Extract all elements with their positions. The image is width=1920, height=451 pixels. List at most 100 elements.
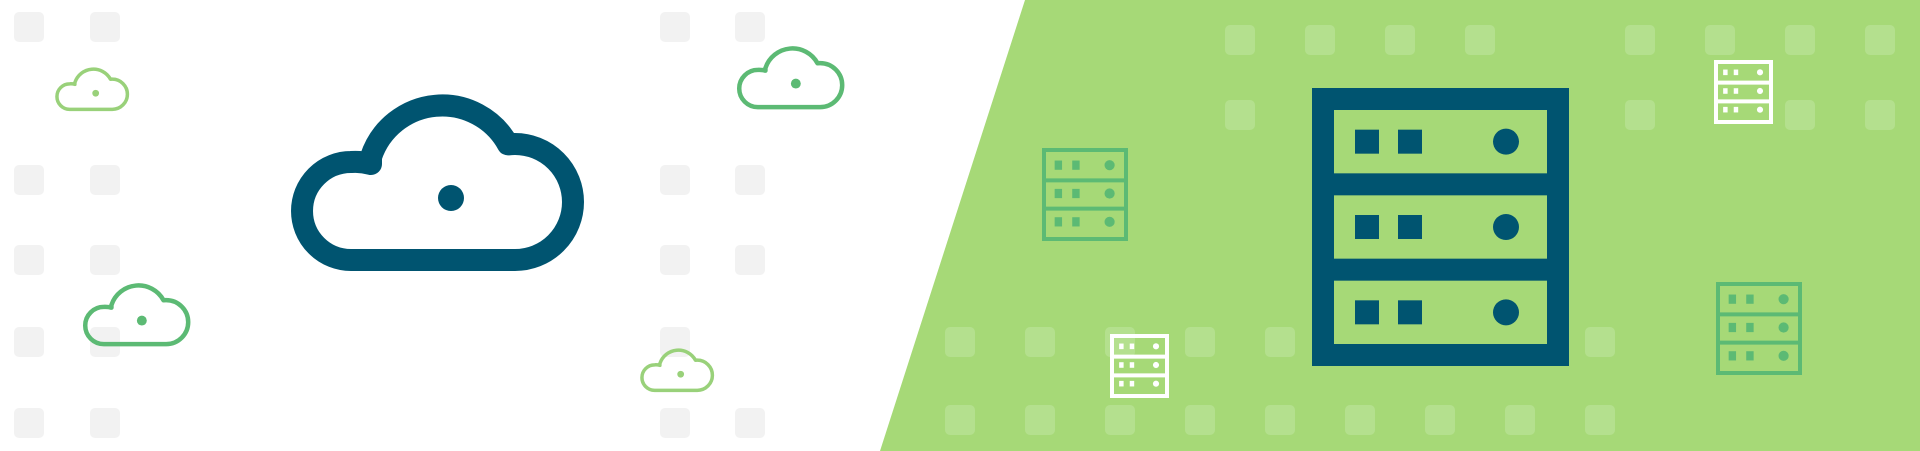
server-rack-icon (1714, 60, 1773, 124)
cloud-dot (92, 89, 100, 97)
server-button (1778, 350, 1789, 361)
servers-layer (1042, 60, 1802, 398)
tile-light (14, 12, 44, 42)
tile-green (1625, 100, 1655, 130)
tile-green (1265, 405, 1295, 435)
tile-light (735, 408, 765, 438)
tile-green (1505, 405, 1535, 435)
tile-green (1225, 25, 1255, 55)
server-light (1398, 215, 1422, 239)
server-light (1728, 294, 1737, 304)
server-button (1493, 299, 1519, 326)
server-light (1072, 217, 1080, 227)
server-light (1054, 160, 1063, 170)
server-button (1152, 380, 1160, 387)
tile-light (90, 245, 120, 275)
server-button (1493, 128, 1519, 155)
tile-green (945, 327, 975, 357)
server-light (1733, 88, 1739, 94)
server-button (1152, 343, 1160, 350)
tile-green (1585, 405, 1615, 435)
cloud-icon (55, 67, 130, 112)
tile-light (14, 245, 44, 275)
server-rack-icon-large (1312, 88, 1569, 366)
cloud-dot (438, 185, 464, 211)
server-light (1072, 188, 1080, 199)
server-rack-icon (1110, 334, 1169, 398)
server-light (1746, 322, 1754, 333)
tile-green (1785, 100, 1815, 130)
server-button (1778, 294, 1789, 305)
tile-green (1385, 25, 1415, 55)
server-button (1778, 322, 1789, 333)
tile-light (14, 165, 44, 195)
server-light (1733, 106, 1739, 113)
tile-green (945, 405, 975, 435)
cloud-dot (136, 315, 147, 326)
server-light (1355, 129, 1379, 154)
tile-light (660, 245, 690, 275)
tile-green (1585, 327, 1615, 357)
tile-light (660, 408, 690, 438)
server-light (1728, 322, 1737, 333)
tile-green (1025, 405, 1055, 435)
server-light (1355, 215, 1379, 239)
server-rack-icon (1716, 282, 1802, 375)
tile-light (90, 408, 120, 438)
server-frame (1110, 334, 1169, 398)
cloud-outline (737, 46, 845, 110)
server-light (1129, 380, 1135, 387)
tile-green (1785, 25, 1815, 55)
server-light (1746, 351, 1754, 361)
tile-green (1305, 25, 1335, 55)
tile-light (660, 165, 690, 195)
tile-light (735, 12, 765, 42)
cloud-outline (291, 94, 584, 271)
cloud-icon-large (291, 94, 584, 271)
tile-green (1105, 327, 1135, 357)
cloud-icon (640, 348, 715, 393)
server-light (1119, 362, 1124, 368)
cloud-dot (790, 78, 801, 89)
server-button (1104, 188, 1115, 199)
server-light (1129, 362, 1135, 368)
tile-green (1185, 327, 1215, 357)
cloud-dot (677, 370, 685, 378)
tile-light (90, 12, 120, 42)
tile-light (735, 165, 765, 195)
cloud-outline (55, 67, 130, 112)
server-light (1733, 69, 1739, 76)
server-light (1398, 129, 1422, 154)
tile-green (1185, 405, 1215, 435)
tile-green (1345, 405, 1375, 435)
tile-light (660, 12, 690, 42)
server-frame (1716, 282, 1802, 375)
server-light (1723, 106, 1728, 113)
server-rack-icon (1042, 148, 1128, 241)
server-button (1493, 214, 1519, 240)
tile-green (1865, 100, 1895, 130)
server-light (1723, 88, 1728, 94)
tile-light (14, 408, 44, 438)
server-light (1746, 294, 1754, 304)
tile-green (1265, 327, 1295, 357)
server-button (1756, 69, 1764, 76)
cloud-icon (83, 283, 191, 347)
tile-green (1225, 100, 1255, 130)
clouds-layer (55, 46, 845, 393)
tile-green (1425, 405, 1455, 435)
server-light (1728, 351, 1737, 361)
cloud-outline (83, 283, 191, 347)
tile-light (14, 327, 44, 357)
server-light (1054, 188, 1063, 199)
server-button (1104, 160, 1115, 171)
server-light (1355, 300, 1379, 325)
tile-green (1105, 405, 1135, 435)
server-button (1756, 106, 1764, 113)
tile-green (1465, 25, 1495, 55)
tile-light (90, 165, 120, 195)
server-button (1104, 216, 1115, 227)
cloud-outline (640, 348, 715, 393)
